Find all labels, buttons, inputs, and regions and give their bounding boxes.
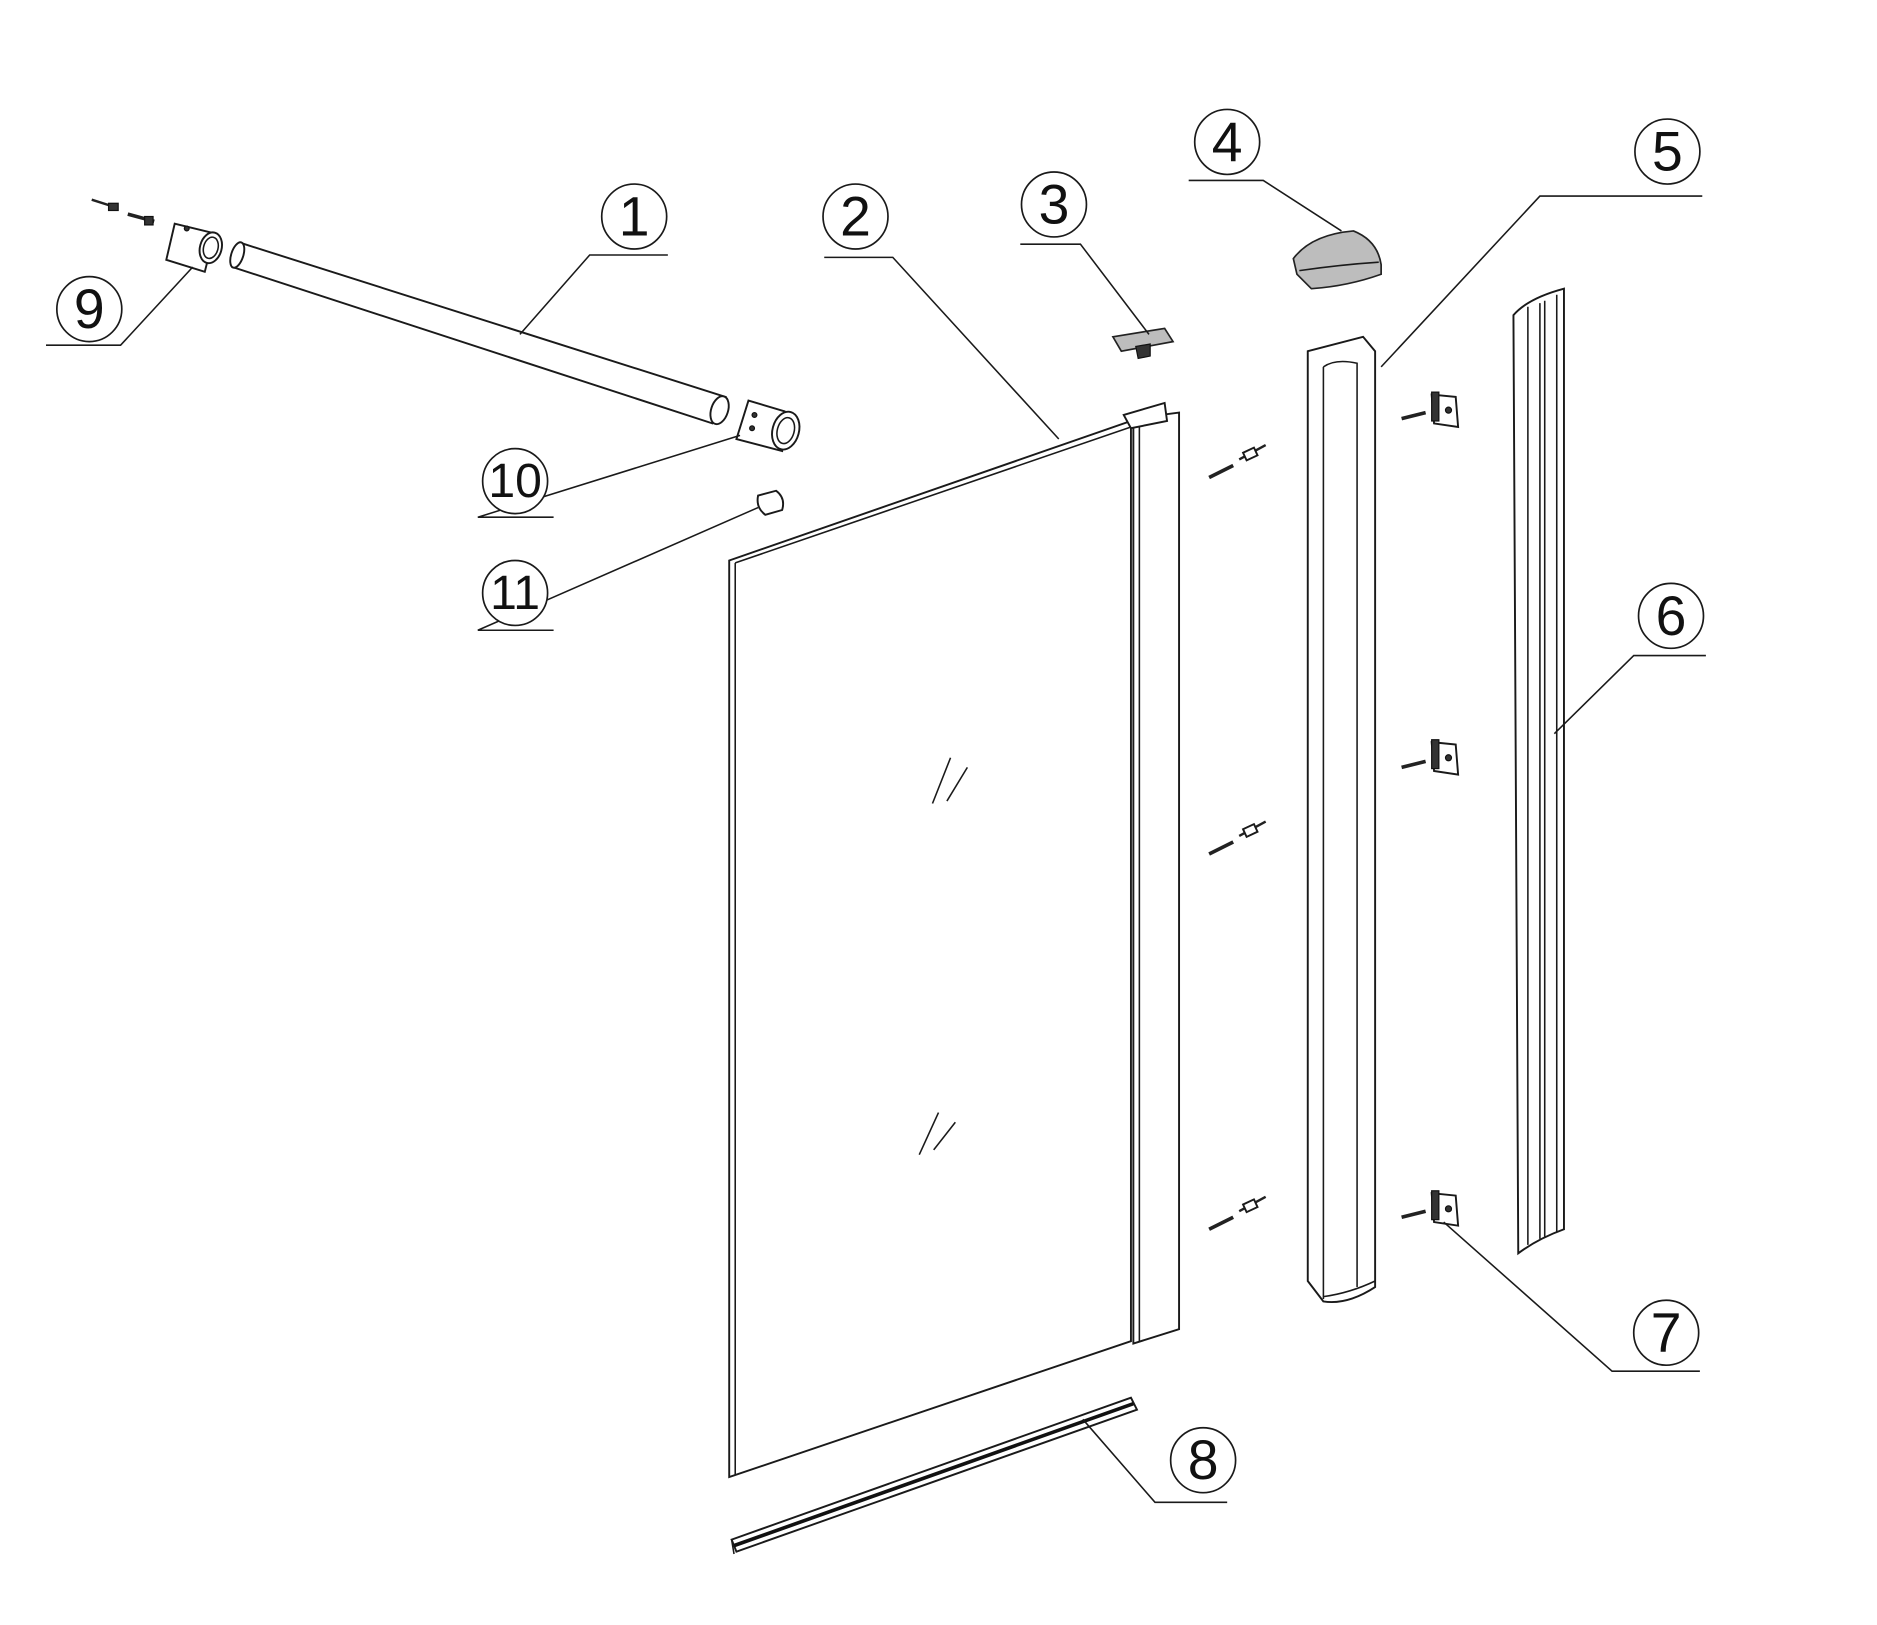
callout-9: 9 — [55, 275, 123, 343]
callout-label: 10 — [488, 454, 542, 508]
part-wall-brackets — [1401, 391, 1460, 1227]
part-wall-profile — [1306, 335, 1377, 1303]
callout-label: 4 — [1212, 111, 1243, 173]
callout-label: 1 — [619, 186, 650, 248]
part-profile-end-cap — [1292, 230, 1382, 290]
callout-label: 8 — [1188, 1429, 1219, 1491]
part-bottom-seal — [730, 1396, 1139, 1555]
part-wall-channel — [1512, 287, 1565, 1256]
screw-icon — [1208, 820, 1267, 856]
wall-bracket — [1401, 391, 1460, 429]
callout-5: 5 — [1634, 118, 1701, 185]
part-glass-panel — [728, 401, 1181, 1479]
screw-icon — [1208, 1195, 1267, 1231]
callout-label: 9 — [74, 278, 105, 340]
callout-label: 11 — [490, 566, 540, 620]
wall-bracket — [1401, 739, 1460, 776]
callout-label: 3 — [1039, 173, 1070, 235]
screw-icon — [91, 198, 155, 226]
callout-10: 10 — [481, 447, 549, 515]
callout-2: 2 — [822, 183, 889, 250]
part-top-clip — [1111, 327, 1175, 360]
part-wall-connector — [91, 198, 223, 274]
callout-6: 6 — [1637, 582, 1705, 650]
wall-bracket — [1401, 1190, 1460, 1227]
part-glass-connector — [735, 399, 801, 453]
part-support-bar — [229, 241, 730, 426]
callout-7: 7 — [1632, 1299, 1700, 1367]
callout-4: 4 — [1193, 108, 1261, 176]
callout-11: 11 — [481, 559, 549, 627]
leader-lines — [46, 179, 1706, 1504]
callout-label: 2 — [840, 186, 871, 248]
callout-label: 7 — [1651, 1302, 1682, 1364]
screw-icon — [1208, 443, 1267, 480]
screw-anchor-set — [1208, 443, 1267, 1231]
glass-mark-icon — [918, 757, 969, 1156]
callout-label: 6 — [1656, 585, 1687, 647]
callout-3: 3 — [1020, 171, 1088, 238]
callout-label: 5 — [1652, 121, 1683, 183]
callout-1: 1 — [600, 183, 668, 250]
part-bar-end-cap — [756, 489, 785, 516]
callout-8: 8 — [1169, 1426, 1237, 1494]
